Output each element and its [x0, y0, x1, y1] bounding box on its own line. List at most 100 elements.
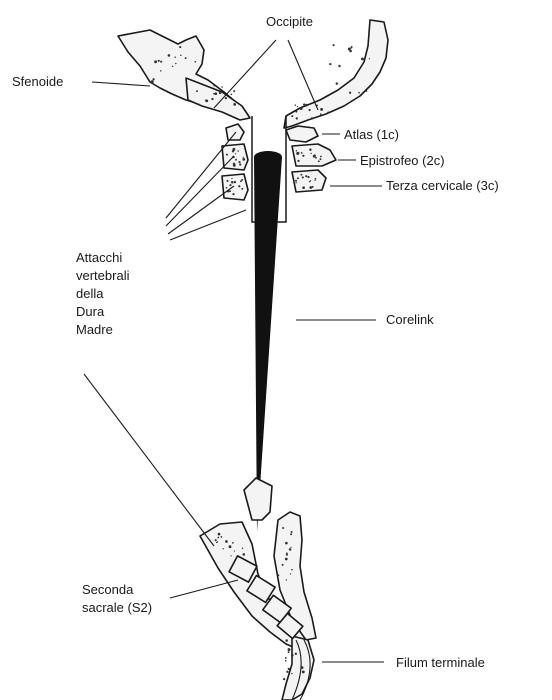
bone-speck	[211, 98, 213, 100]
bone-speck	[309, 109, 311, 111]
bone-speck	[218, 533, 221, 536]
bone-speck	[336, 82, 338, 84]
bone-speck	[179, 46, 181, 48]
bone-speck	[151, 80, 154, 83]
bone-speck	[309, 186, 312, 189]
bone-speck	[234, 181, 236, 183]
bone-speck	[217, 537, 219, 539]
bone-speck	[242, 548, 243, 549]
atlas-vertebra	[286, 126, 318, 142]
bone-speck	[239, 163, 241, 165]
bone-speck	[168, 54, 171, 57]
cervical-left-1	[226, 124, 244, 140]
bone-speck	[221, 86, 223, 88]
bone-speck	[296, 117, 298, 119]
bone-speck	[243, 553, 246, 556]
bone-speck	[213, 85, 214, 86]
bone-speck	[194, 61, 196, 63]
bone-speck	[369, 58, 370, 59]
bone-speck	[214, 92, 217, 95]
bone-speck	[361, 57, 364, 60]
bone-speck	[230, 555, 231, 556]
bone-speck	[333, 44, 335, 46]
bone-speck	[232, 193, 234, 195]
bone-speck	[320, 156, 322, 158]
bone-speck	[320, 113, 322, 115]
bone-speck	[282, 564, 284, 566]
bone-speck	[229, 184, 230, 185]
bone-speck	[295, 180, 297, 182]
bone-speck	[238, 161, 240, 163]
corelink-label: Corelink	[386, 312, 434, 327]
bone-speck	[297, 160, 299, 162]
bone-speck	[296, 150, 297, 151]
bone-speck	[241, 179, 243, 181]
corelink-cone	[254, 157, 282, 532]
bone-speck	[158, 60, 160, 62]
bone-speck	[221, 536, 223, 538]
bone-speck	[233, 163, 236, 166]
bone-speck	[314, 180, 315, 181]
bone-speck	[358, 92, 360, 94]
bone-speck	[305, 175, 307, 177]
bone-speck	[320, 158, 322, 160]
bone-speck	[295, 182, 296, 183]
bone-speck	[300, 174, 302, 176]
seconda-sacrale-leader	[170, 580, 238, 598]
sfenoide-leader	[92, 82, 150, 86]
sfenoide-label: Sfenoide	[12, 74, 63, 89]
bone-speck	[233, 103, 236, 106]
attacchi-label-line-5: Madre	[76, 322, 113, 337]
bone-speck	[282, 527, 284, 529]
occipite-label: Occipite	[266, 14, 313, 29]
bone-speck	[226, 187, 228, 189]
bone-speck	[226, 180, 228, 182]
bone-speck	[286, 579, 287, 580]
bone-speck	[327, 112, 329, 114]
bone-speck	[180, 54, 182, 56]
bone-speck	[235, 159, 237, 161]
bone-speck	[310, 180, 311, 181]
bone-speck	[160, 70, 161, 71]
bone-speck	[307, 176, 309, 178]
bone-speck	[290, 573, 291, 574]
bone-speck	[198, 104, 200, 106]
bone-speck	[291, 531, 293, 533]
bone-speck	[290, 547, 291, 548]
attacchi-label-line-3: della	[76, 286, 104, 301]
bone-speck	[213, 93, 215, 95]
seconda-sacrale-line-2: sacrale (S2)	[82, 600, 152, 615]
bone-speck	[288, 668, 290, 670]
bone-speck	[217, 541, 218, 542]
atlas-label: Atlas (1c)	[344, 127, 399, 142]
bone-speck	[329, 63, 331, 65]
bone-speck	[283, 678, 285, 680]
attacchi-label-line-4: Dura	[76, 304, 105, 319]
bone-speck	[315, 157, 317, 159]
bone-speck	[291, 569, 293, 571]
bone-speck	[349, 92, 351, 94]
bone-speck	[351, 47, 353, 49]
bone-speck	[285, 542, 288, 545]
terza-cervicale-vertebra	[292, 170, 326, 192]
attacchi-leader-4	[170, 210, 246, 240]
sacrum-leader	[84, 374, 214, 546]
bone-speck	[174, 56, 175, 57]
bone-speck	[289, 548, 292, 551]
bone-speck	[241, 188, 243, 190]
occipital-left-segment	[186, 78, 250, 120]
bone-speck	[309, 149, 311, 151]
sacral-canal-outline	[244, 478, 272, 520]
bone-speck	[243, 157, 244, 158]
bone-speck	[305, 104, 308, 107]
bone-speck	[297, 106, 298, 107]
bone-speck	[243, 159, 244, 160]
bone-speck	[303, 103, 305, 105]
bone-speck	[238, 185, 240, 187]
seconda-sacrale-line-1: Seconda	[82, 582, 134, 597]
bone-speck	[295, 111, 297, 113]
bone-speck	[225, 540, 228, 543]
bone-speck	[232, 150, 234, 152]
bone-speck	[225, 97, 227, 99]
